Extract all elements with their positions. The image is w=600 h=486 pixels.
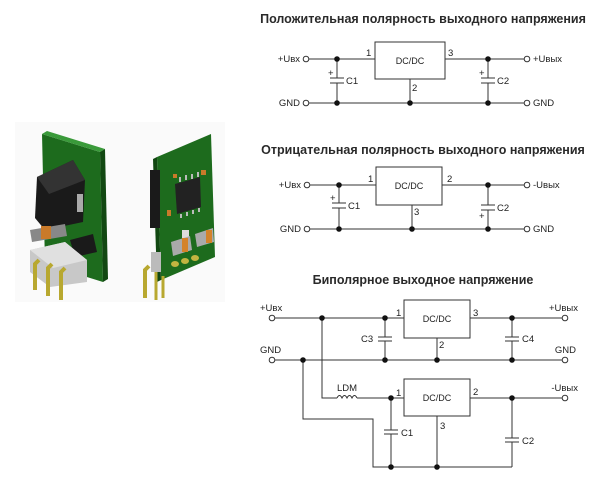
product-photo [15, 122, 225, 302]
terminal-icon [268, 314, 276, 322]
terminal-icon [523, 55, 531, 63]
polarity-plus: + [330, 193, 336, 204]
block-label: DC/DC [423, 314, 452, 324]
pin-label: 1 [368, 174, 373, 185]
label-output-negative: -Uвых [551, 383, 578, 394]
pin-label: 2 [473, 387, 478, 398]
diagram-title-positive: Положительная полярность выходного напря… [260, 12, 586, 26]
terminal-icon [523, 99, 531, 107]
diagram-title-bipolar: Биполярное выходное напряжение [312, 273, 534, 287]
cap-label: C2 [497, 76, 509, 87]
inductor-icon [336, 395, 358, 400]
terminal-icon [561, 356, 569, 364]
label-gnd-left: GND [260, 345, 281, 356]
module-render [30, 131, 215, 300]
pin-label: 3 [473, 308, 478, 319]
terminal-icon [561, 314, 569, 322]
cap-label: C1 [346, 76, 358, 87]
pin-label: 1 [396, 388, 401, 399]
label-output: +Uвых [533, 54, 562, 65]
cap-label: C3 [361, 334, 373, 345]
label-gnd-left: GND [280, 224, 301, 235]
label-input: +Uвх [260, 303, 282, 314]
label-gnd-right: GND [533, 98, 554, 109]
terminal-icon [523, 181, 531, 189]
schematic-negative [303, 166, 531, 233]
cap-label: C2 [497, 203, 509, 214]
pin-label: 1 [366, 48, 371, 59]
block-label: DC/DC [395, 181, 424, 191]
polarity-plus: + [479, 68, 485, 79]
terminal-icon [302, 99, 310, 107]
cap-label: C1 [401, 428, 413, 439]
polarity-plus: + [479, 211, 485, 222]
pin-label: 3 [414, 207, 419, 218]
label-gnd-right: GND [555, 345, 576, 356]
cap-label: C4 [522, 334, 534, 345]
terminal-icon [523, 225, 531, 233]
terminal-icon [561, 394, 569, 402]
block-label: DC/DC [396, 56, 425, 66]
terminal-icon [268, 356, 276, 364]
dcdc-block-2 [375, 166, 443, 206]
module-front-view [30, 131, 108, 300]
pin-label: 1 [396, 308, 401, 319]
label-gnd-right: GND [533, 224, 554, 235]
label-input: +Uвх [279, 180, 301, 191]
module-back-view [143, 134, 215, 300]
cap-label: C2 [522, 436, 534, 447]
cap-label: C1 [348, 201, 360, 212]
terminal-icon [302, 55, 310, 63]
pin-label: 2 [412, 83, 417, 94]
diagram-title-negative: Отрицательная полярность выходного напря… [261, 143, 585, 157]
label-output-positive: +Uвых [549, 303, 578, 314]
block-label: DC/DC [423, 393, 452, 403]
inductor-label: LDM [337, 383, 357, 394]
polarity-plus: + [328, 68, 334, 79]
pin-label: 3 [448, 48, 453, 59]
junction-dots [300, 56, 515, 470]
terminal-icon [303, 181, 311, 189]
label-output: -Uвых [533, 180, 560, 191]
pin-label: 2 [439, 340, 444, 351]
pin-label: 3 [440, 421, 445, 432]
label-gnd-left: GND [279, 98, 300, 109]
schematic-positive [302, 41, 531, 107]
terminal-icon [303, 225, 311, 233]
pin-label: 2 [447, 174, 452, 185]
label-input: +Uвх [278, 54, 300, 65]
